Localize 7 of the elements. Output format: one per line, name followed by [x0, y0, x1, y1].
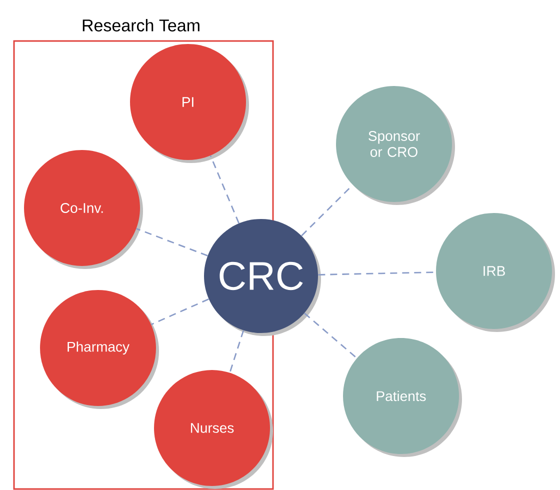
connector-line	[304, 312, 358, 359]
group-title: Research Team	[82, 19, 200, 32]
connector-line	[136, 228, 208, 256]
connector-line	[210, 155, 240, 224]
connector-line	[150, 298, 209, 326]
connector-line	[318, 272, 436, 276]
connector-line	[229, 330, 244, 373]
